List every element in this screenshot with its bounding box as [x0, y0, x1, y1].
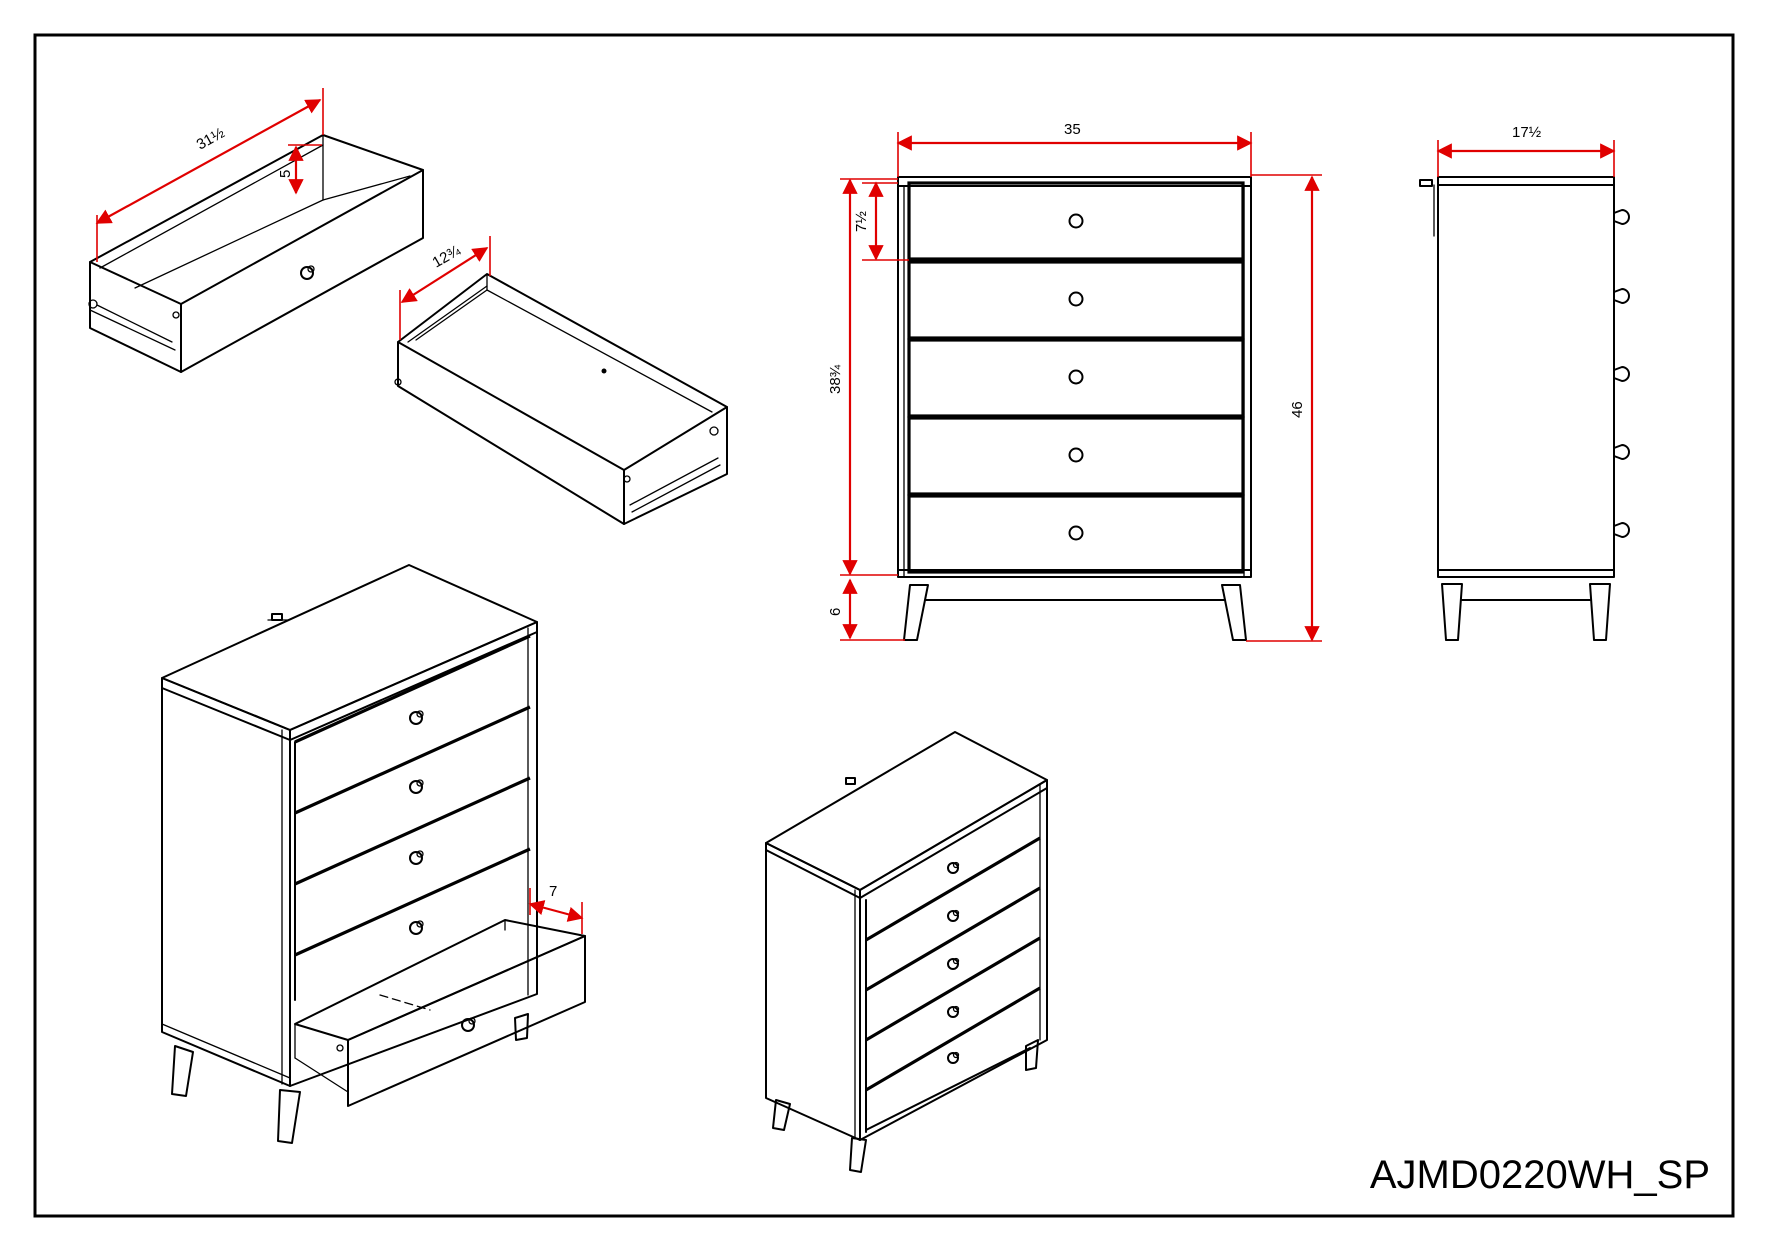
side-knob-5 [1613, 522, 1630, 538]
dim-leg-height: 6 [827, 578, 905, 641]
sheet-border [33, 33, 1735, 1218]
drawer-front-1 [907, 181, 1245, 261]
drawer-front-5 [907, 494, 1245, 574]
dim-label-drawer-depth: 5 [277, 170, 294, 178]
dim-label-overall-width: 35 [1064, 121, 1081, 138]
dim-drawer-front-height: 7½ [853, 181, 909, 261]
open-drawer-front [347, 935, 586, 1107]
leg-left [903, 584, 929, 641]
dim-label-overall-height: 46 [1289, 401, 1306, 418]
drawer-front-2 [907, 260, 1245, 340]
dim-drawer-extension: 7 [528, 883, 584, 934]
dim-overall-depth: 17½ [1436, 124, 1616, 177]
dim-label-drawer-extension: 7 [549, 883, 557, 900]
knob-5 [1068, 525, 1084, 541]
dim-body-height: 38¾ [827, 178, 898, 576]
knob-2 [1068, 291, 1084, 307]
dim-label-body-height: 38¾ [827, 364, 844, 394]
side-knob-3 [1613, 366, 1630, 382]
dim-overall-width: 35 [896, 121, 1253, 177]
dim-label-overall-depth: 17½ [1512, 124, 1542, 141]
drawing-code: AJMD0220WH_SP [1370, 1153, 1710, 1197]
side-leg-right [1589, 583, 1611, 641]
drawer-isometric-long [88, 134, 424, 373]
side-leg-left [1441, 583, 1463, 641]
dim-label-drawer-long-length: 31½ [194, 124, 228, 153]
dim-overall-height: 46 [1246, 174, 1322, 642]
knob-4 [1068, 447, 1084, 463]
knob-3 [1068, 369, 1084, 385]
drawer-front-4 [907, 416, 1245, 496]
dim-label-drawer-front-height: 7½ [853, 211, 870, 232]
leg-right [1221, 584, 1247, 641]
drawer-front-3 [907, 338, 1245, 418]
isometric-chest-closed [765, 731, 1048, 1173]
side-view-chest [1419, 176, 1630, 641]
front-view-chest [897, 176, 1252, 641]
side-knob-4 [1613, 444, 1630, 460]
dim-drawer-width: 12¾ [399, 236, 491, 340]
knob-1 [1068, 213, 1084, 229]
dim-label-leg-height: 6 [827, 608, 844, 616]
side-knob-1 [1613, 209, 1630, 225]
drawer-isometric-short [394, 273, 728, 525]
isometric-chest-open-drawer [161, 564, 586, 1144]
dim-drawer-depth: 5 [277, 144, 322, 195]
side-knob-2 [1613, 288, 1630, 304]
